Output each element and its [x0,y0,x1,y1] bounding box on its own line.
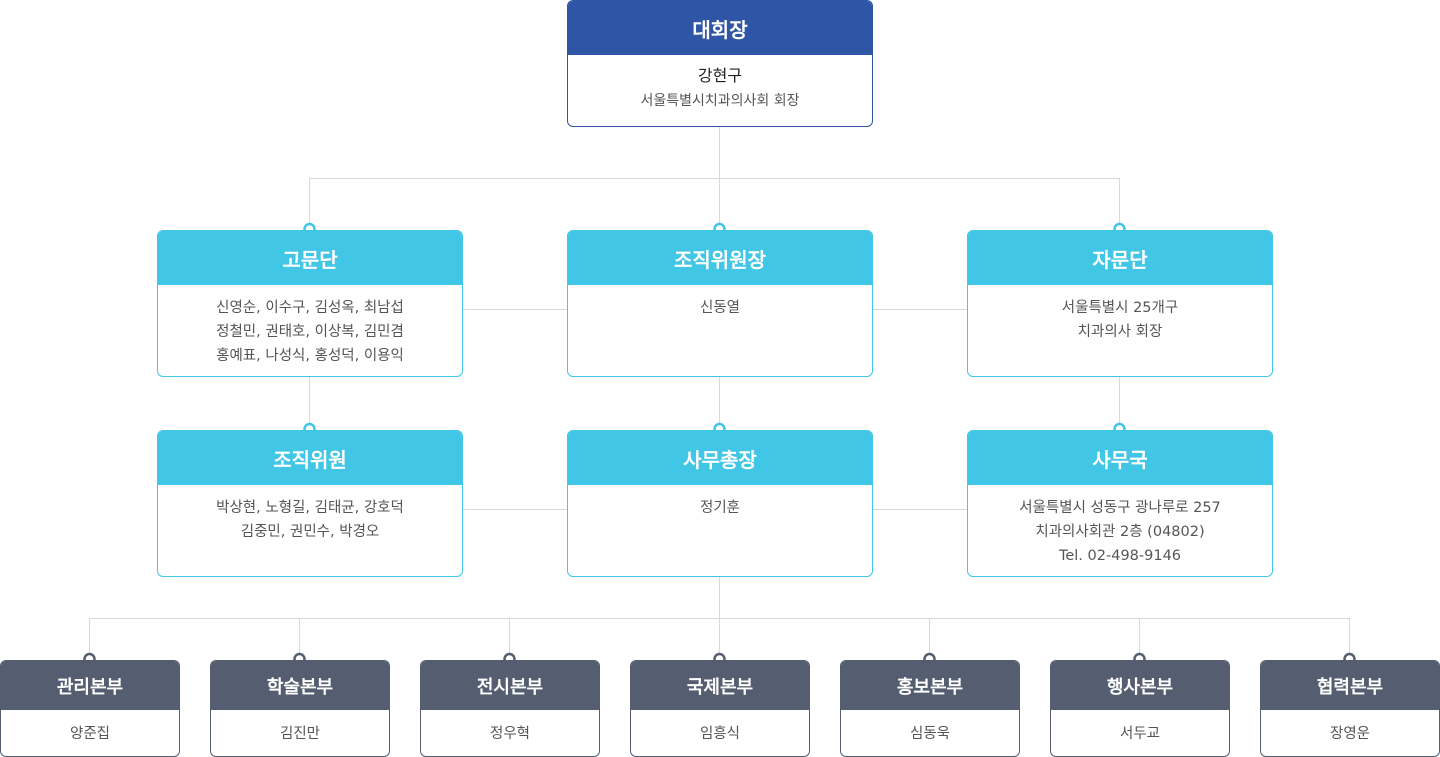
org-chair-box: 조직위원장 신동열 [567,230,873,377]
division-title: 국제본부 [631,661,809,710]
advisors-line: 신영순, 이수구, 김성옥, 최남섭 [216,300,404,316]
division-academic-box: 학술본부 김진만 [210,660,390,757]
secretariat-phone: Tel. 02-498-9146 [1058,548,1182,564]
org-chair-title: 조직위원장 [568,231,872,285]
consultants-title: 자문단 [968,231,1272,285]
chairman-body: 강현구 서울특별시치과의사회 회장 [568,55,872,114]
division-title: 전시본부 [421,661,599,710]
division-events-box: 행사본부 서두교 [1050,660,1230,757]
division-title: 학술본부 [211,661,389,710]
secretary-general-title: 사무총장 [568,431,872,485]
org-members-box: 조직위원 박상현, 노형길, 김태균, 강호덕 김중민, 권민수, 박경오 [157,430,463,577]
division-title: 홍보본부 [841,661,1019,710]
chairman-box: 대회장 강현구 서울특별시치과의사회 회장 [567,0,873,127]
advisors-box: 고문단 신영순, 이수구, 김성옥, 최남섭 정철민, 권태호, 이상복, 김민… [157,230,463,377]
division-exhibition-box: 전시본부 정우혁 [420,660,600,757]
division-head: 정우혁 [489,726,531,742]
advisors-line: 홍예표, 나성식, 홍성덕, 이용익 [216,348,404,364]
secretary-general-box: 사무총장 정기훈 [567,430,873,577]
division-head: 심동욱 [909,726,951,742]
division-head: 양준집 [69,726,111,742]
secretariat-info: 서울특별시 성동구 광나루로 257 치과의사회관 2층 (04802) Tel… [968,485,1272,568]
org-chair-members: 신동열 [568,285,872,320]
chairman-role: 서울특별시치과의사회 회장 [640,93,800,109]
chairman-name: 강현구 [697,66,743,85]
consultants-box: 자문단 서울특별시 25개구 치과의사 회장 [967,230,1273,377]
advisors-members: 신영순, 이수구, 김성옥, 최남섭 정철민, 권태호, 이상복, 김민겸 홍예… [158,285,462,368]
division-head: 임흥식 [699,726,741,742]
division-title: 협력본부 [1261,661,1439,710]
secretariat-building: 치과의사회관 2층 (04802) [1035,524,1205,540]
division-international-box: 국제본부 임흥식 [630,660,810,757]
division-cooperation-box: 협력본부 장영운 [1260,660,1440,757]
consultants-line: 서울특별시 25개구 [1061,300,1179,316]
consultants-line: 치과의사 회장 [1077,324,1163,340]
org-members-line: 김중민, 권민수, 박경오 [240,524,380,540]
division-pr-box: 홍보본부 심동욱 [840,660,1020,757]
division-head: 김진만 [279,726,321,742]
secretariat-box: 사무국 서울특별시 성동구 광나루로 257 치과의사회관 2층 (04802)… [967,430,1273,577]
advisors-line: 정철민, 권태호, 이상복, 김민겸 [216,324,404,340]
org-members-title: 조직위원 [158,431,462,485]
division-title: 관리본부 [1,661,179,710]
division-management-box: 관리본부 양준집 [0,660,180,757]
secretary-general-members: 정기훈 [568,485,872,520]
secretary-general-line: 정기훈 [699,500,741,516]
org-chair-line: 신동열 [699,300,741,316]
chairman-title: 대회장 [568,1,872,55]
org-members-members: 박상현, 노형길, 김태균, 강호덕 김중민, 권민수, 박경오 [158,485,462,544]
division-title: 행사본부 [1051,661,1229,710]
division-head: 서두교 [1119,726,1161,742]
division-head: 장영운 [1329,726,1371,742]
secretariat-address: 서울특별시 성동구 광나루로 257 [1019,500,1221,516]
consultants-members: 서울특별시 25개구 치과의사 회장 [968,285,1272,344]
org-members-line: 박상현, 노형길, 김태균, 강호덕 [216,500,404,516]
secretariat-title: 사무국 [968,431,1272,485]
advisors-title: 고문단 [158,231,462,285]
